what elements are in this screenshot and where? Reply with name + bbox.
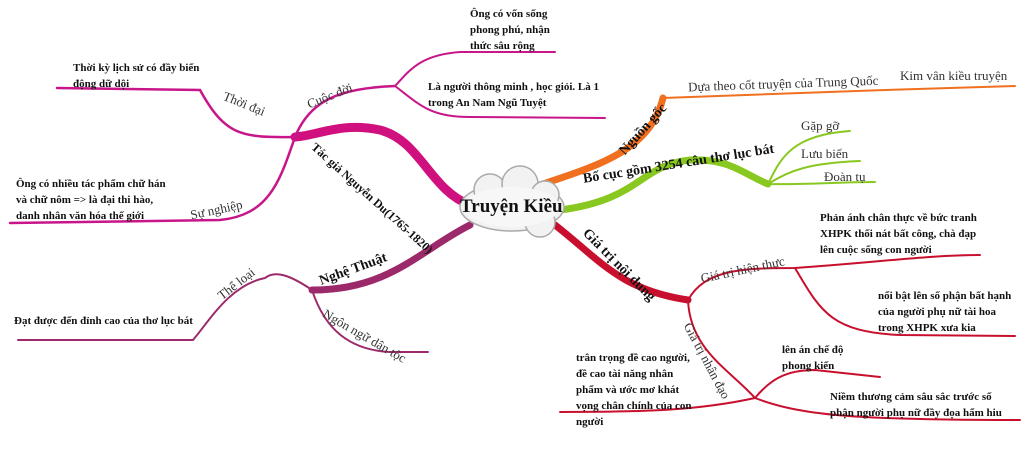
language-line xyxy=(311,289,429,353)
life-line xyxy=(293,84,397,139)
era-line xyxy=(55,86,297,139)
structure-item-2: Lưu biến xyxy=(801,146,849,161)
genre-line xyxy=(17,273,313,341)
structure-line-2 xyxy=(767,160,861,185)
realism-item-2: nổi bật lên số phận bất hạnh của người p… xyxy=(878,290,1012,334)
life-line-1 xyxy=(394,51,556,87)
structure-line-1 xyxy=(767,130,851,185)
life-item-2: Là người thông minh , học giỏi. Là 1 tro… xyxy=(428,81,600,109)
structure-line-3 xyxy=(767,181,876,186)
humanity-line-2 xyxy=(754,397,1021,421)
origin-leaf: Kim vân kiều truyện xyxy=(900,68,1008,83)
realism-item-1: Phản ánh chân thực về bức tranh XHPK thố… xyxy=(820,212,977,256)
center-cloud xyxy=(459,165,565,238)
career-item-1: Ông có nhiều tác phẩm chữ hán và chữ nôm… xyxy=(16,178,166,222)
humanity-line-1 xyxy=(754,368,881,399)
career-line xyxy=(8,135,297,225)
humanity-item-1: lên án chế độ phong kiến xyxy=(782,344,844,372)
art-branch xyxy=(308,221,474,294)
life-item-1: Ông có vốn sống phong phú, nhận thức sâu… xyxy=(470,8,550,52)
life-line-2 xyxy=(394,85,606,119)
humanity-line xyxy=(687,299,756,399)
humanity-item-3: trân trọng đề cao người, đề cao tài năng… xyxy=(576,352,692,428)
genre-item-1: Đạt được đến đỉnh cao của thơ lục bát xyxy=(14,315,193,327)
center-topic[interactable]: Truyện Kiều xyxy=(460,196,563,217)
era-item-1: Thời kỳ lịch sử có đầy biến động dữ dội xyxy=(73,62,200,90)
structure-item-3: Đoàn tụ xyxy=(824,169,866,184)
structure-branch xyxy=(556,156,772,214)
realism-line-2 xyxy=(794,267,1016,337)
structure-item-1: Gặp gỡ xyxy=(801,118,840,133)
humanity-item-2: Niềm thương cảm sâu sắc trước số phận ng… xyxy=(830,391,1002,419)
origin-branch xyxy=(536,94,667,189)
humanity-line-3 xyxy=(559,397,756,413)
origin-line xyxy=(662,85,1016,99)
content-branch xyxy=(551,221,692,304)
author-branch xyxy=(290,122,475,210)
